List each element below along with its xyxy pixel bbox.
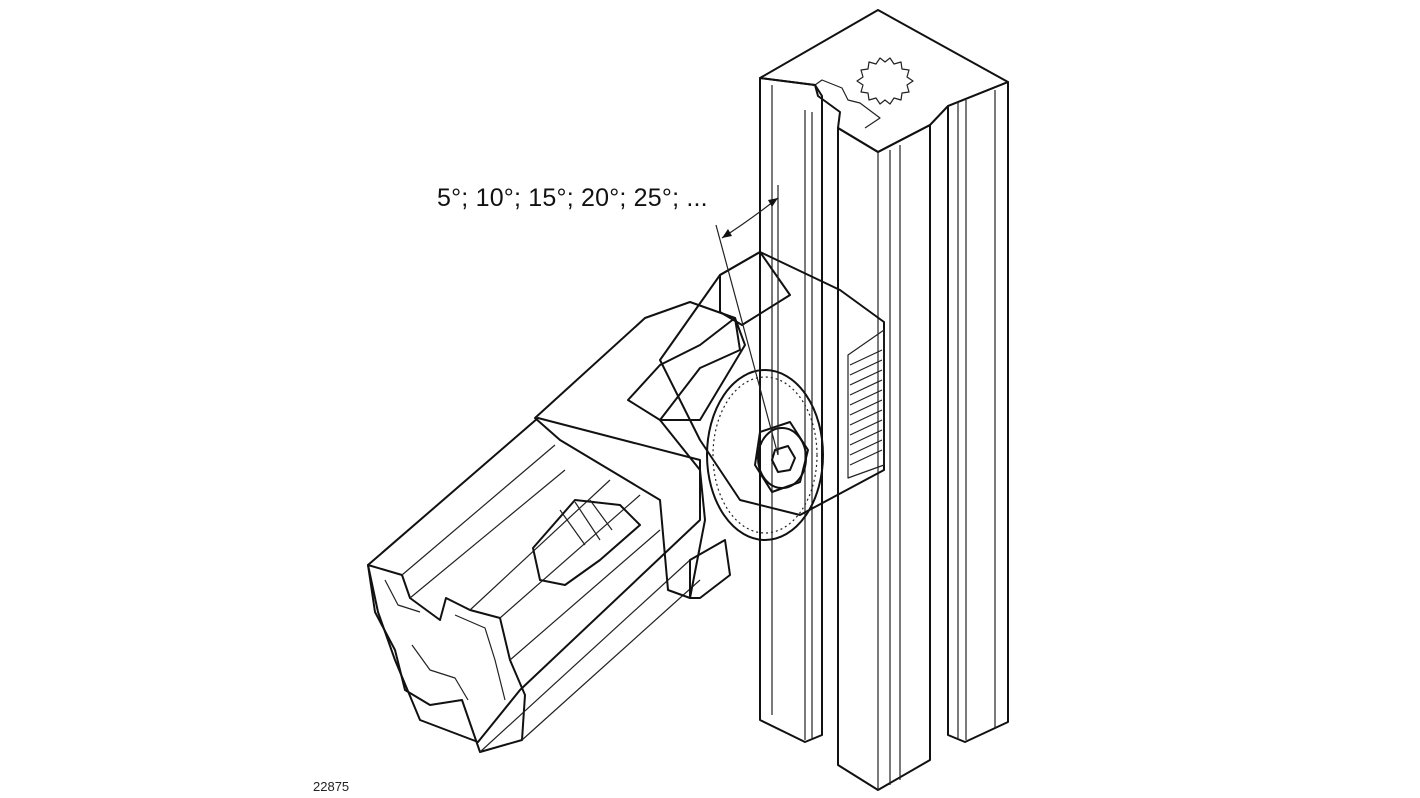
cone-insert <box>532 499 641 586</box>
indexing-disc <box>706 369 824 541</box>
vertical-profile <box>759 9 1009 791</box>
angle-dimension <box>715 185 779 456</box>
horizontal-profile <box>367 417 701 753</box>
drawing-number: 22875 <box>313 779 350 794</box>
angle-increments-label: 5°; 10°; 15°; 20°; 25°; ... <box>437 184 708 212</box>
ribbed-face <box>847 329 885 479</box>
hex-socket-bolt-icon <box>754 421 809 493</box>
hinge-connector <box>532 251 885 599</box>
core-hole-icon <box>856 57 914 105</box>
